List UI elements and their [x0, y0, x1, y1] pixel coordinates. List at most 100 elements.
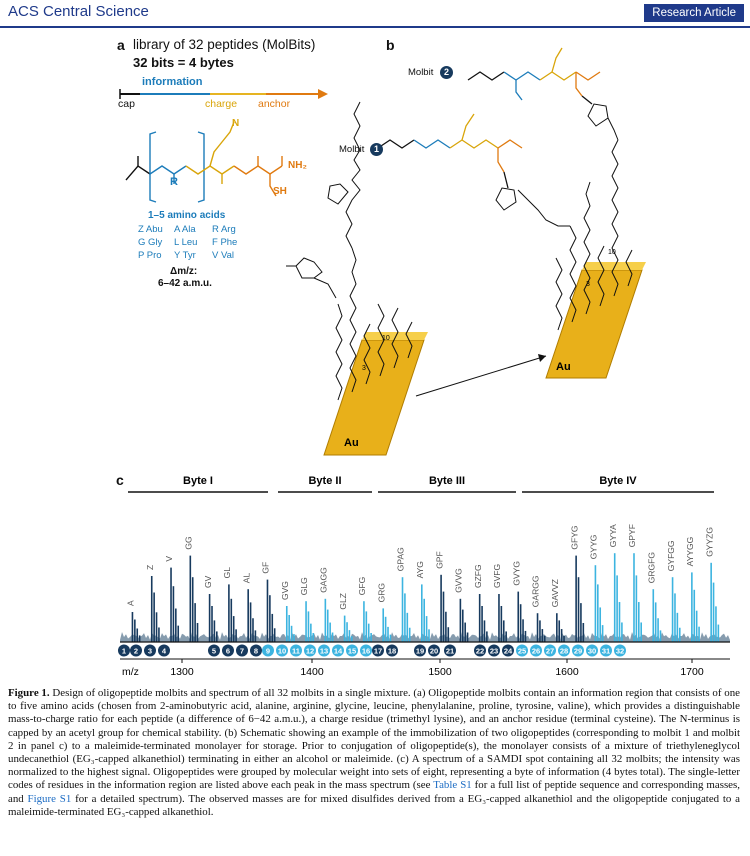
- molbit-index-badge: [372, 644, 384, 657]
- peak-bar: [481, 606, 483, 642]
- peak-bar: [370, 633, 372, 642]
- peak-bar: [678, 627, 681, 642]
- peak-bar: [346, 622, 348, 642]
- peak-bar: [654, 602, 657, 642]
- peak-bar: [539, 620, 541, 642]
- peak-bar: [136, 628, 139, 642]
- molbit-index-badge: [428, 644, 440, 657]
- peak-bar: [633, 553, 635, 642]
- peak-label: V: [164, 556, 174, 562]
- figure-number: Figure 1.: [8, 687, 50, 699]
- molbit-index-label: 3: [148, 647, 152, 656]
- panel-a-label: a: [117, 37, 125, 53]
- peak-label: GAGG: [319, 567, 329, 593]
- peak-bar: [715, 606, 717, 642]
- peak-bar: [543, 635, 546, 642]
- molbit-index-badge: [586, 644, 598, 657]
- peak-bar: [138, 635, 141, 642]
- peak-bar: [194, 603, 196, 642]
- molbit-index-badge: [332, 644, 344, 657]
- molbit-index-badge: [290, 644, 302, 657]
- molbit-index-label: 25: [518, 647, 526, 656]
- peak-bar: [216, 631, 218, 642]
- peak-label: GVYG: [511, 561, 521, 586]
- molbit-index-label: 10: [278, 647, 286, 656]
- molbit-index-label: 17: [374, 647, 382, 656]
- molbit-index-label: 26: [532, 647, 540, 656]
- peak-bar: [517, 591, 520, 642]
- peak-bar: [519, 604, 522, 642]
- molbit-index-badge: [474, 644, 486, 657]
- aa-f: F Phe: [212, 237, 238, 248]
- trimethyl-n: N: [232, 118, 240, 129]
- peak-bar: [382, 608, 385, 642]
- peak-bar: [498, 594, 500, 642]
- peak-label: A: [126, 600, 136, 606]
- byte-label: Byte IV: [599, 475, 637, 487]
- peak-label: GPAG: [396, 547, 406, 571]
- molbit-index-badge: [276, 644, 288, 657]
- peak-bar: [613, 553, 616, 642]
- peak-bar: [575, 555, 577, 642]
- molbit-index-label: 31: [602, 647, 610, 656]
- aa-l: L Leu: [174, 237, 198, 248]
- peak-bar: [175, 608, 177, 642]
- charge-label: charge: [205, 98, 238, 110]
- x-tick-label: 1300: [170, 666, 194, 678]
- peak-bar: [712, 582, 715, 642]
- peak-label: GYYG: [589, 535, 599, 560]
- molbit-index-badge: [250, 644, 262, 657]
- aa-r: R Arg: [212, 224, 236, 235]
- peak-bar: [445, 611, 447, 642]
- molbit-index-badge: [502, 644, 514, 657]
- peak-bar: [580, 603, 582, 642]
- peak-bar: [273, 628, 276, 642]
- peak-bar: [594, 565, 597, 642]
- peak-bar: [406, 612, 409, 642]
- peak-bar: [691, 572, 693, 642]
- molbit-index-badge: [130, 644, 142, 657]
- peak-bar: [155, 612, 158, 642]
- molbit-index-label: 7: [240, 647, 244, 656]
- molbit-index-badge: [488, 644, 500, 657]
- chain-n-3-b: 3: [586, 281, 590, 288]
- molbit-index-badge: [236, 644, 248, 657]
- caption-text-2: for a full list of peptide sequence and …: [8, 779, 740, 805]
- figure-s1-link[interactable]: Figure S1: [27, 792, 72, 805]
- peak-bar: [158, 627, 160, 642]
- molbit-index-label: 24: [504, 647, 513, 656]
- peak-label: GPF: [434, 551, 444, 568]
- peak-bar: [365, 611, 368, 642]
- molbit-index-badge: [530, 644, 542, 657]
- peak-bar: [305, 601, 307, 642]
- molbit-1-label: Molbit: [339, 144, 365, 155]
- molbit-index-badge: [386, 644, 398, 657]
- peak-bar: [640, 622, 642, 642]
- molbit-index-badge: [414, 644, 426, 657]
- aa-p: P Pro: [138, 250, 162, 261]
- peak-bar: [601, 625, 604, 642]
- table-s1-link[interactable]: Table S1: [433, 779, 472, 792]
- peak-label: Z: [145, 565, 155, 570]
- chain-n-3: 3: [362, 365, 366, 372]
- peak-label: GRG: [376, 583, 386, 602]
- peak-bar: [464, 622, 466, 642]
- chain-n-10-b: 10: [608, 249, 616, 256]
- peak-label: GF: [261, 562, 271, 574]
- amide-terminus: NH₂: [288, 160, 307, 171]
- molbit-index-label: 12: [306, 647, 314, 656]
- mz-axis-label: m/z: [122, 666, 139, 678]
- peak-bar: [408, 627, 411, 642]
- peak-bar: [307, 611, 310, 642]
- peak-bar: [232, 616, 235, 642]
- peak-label: GARGG: [531, 576, 541, 608]
- molbit-index-label: 6: [226, 647, 230, 656]
- peak-label: GFG: [357, 577, 367, 595]
- peak-bar: [505, 631, 507, 642]
- peak-bar: [384, 616, 387, 642]
- molbit-index-label: 28: [560, 647, 568, 656]
- molbit-index-badge: [444, 644, 456, 657]
- peak-bar: [698, 626, 700, 642]
- peak-bar: [211, 606, 213, 642]
- peak-label: AYG: [415, 561, 425, 578]
